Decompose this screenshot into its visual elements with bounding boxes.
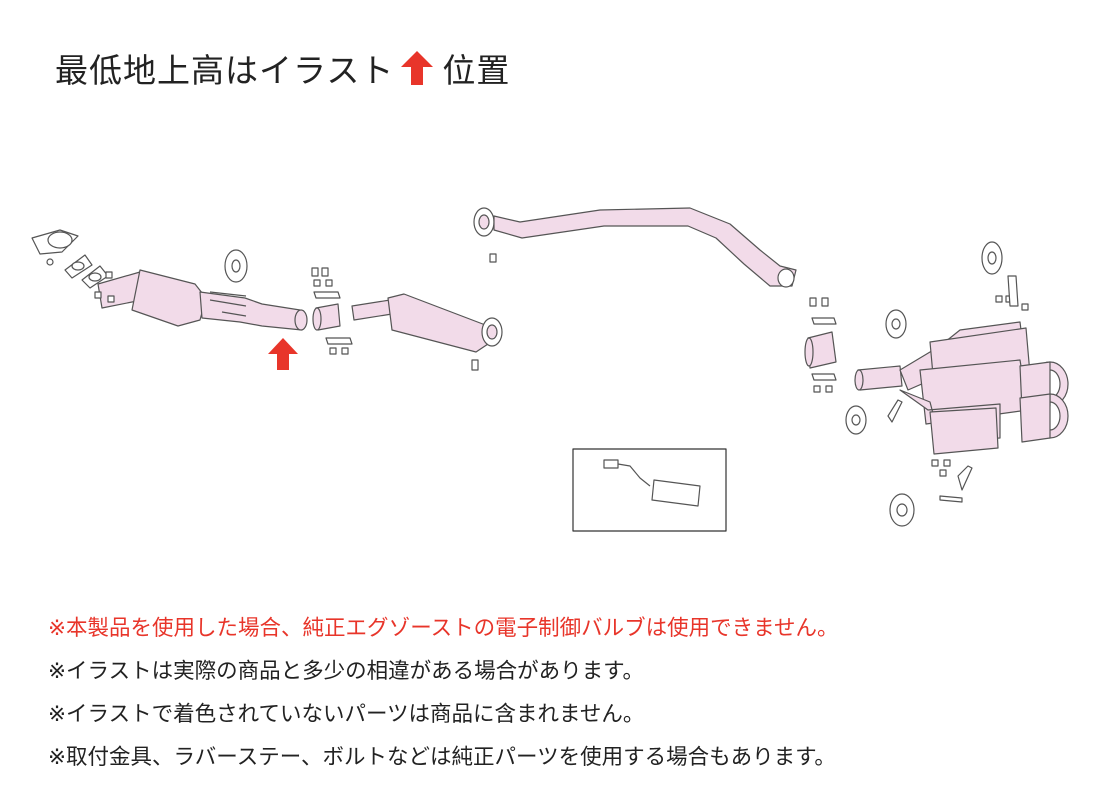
warning-note: ※本製品を使用した場合、純正エグゾーストの電子制御バルブは使用できません。	[48, 616, 839, 641]
valve-connector-inset	[572, 448, 727, 532]
front-catalyst-pipe	[97, 269, 308, 331]
notes-list: ※本製品を使用した場合、純正エグゾーストの電子制御バルブは使用できません。 ※イ…	[48, 614, 1088, 786]
title-text-after: 位置	[442, 51, 511, 90]
center-resonator	[351, 293, 503, 353]
note-item: ※取付金具、ラバーステー、ボルトなどは純正パーツを使用する場合もあります。	[48, 745, 836, 770]
rubber-hanger	[224, 249, 248, 283]
clamp-band	[312, 303, 341, 331]
front-flange	[31, 229, 79, 266]
note-item: ※イラストで着色されていないパーツは商品に含まれません。	[48, 702, 645, 727]
title-text-before: 最低地上高はイラスト	[55, 51, 395, 90]
rear-clamp	[804, 331, 837, 369]
gasket-part	[64, 254, 109, 289]
mid-pipe	[473, 207, 797, 288]
rear-hanger-set	[845, 241, 1019, 527]
red-up-arrow-icon	[400, 50, 434, 86]
page-title: 最低地上高はイラスト 位置	[55, 44, 510, 92]
exhaust-system-diagram	[31, 207, 1069, 532]
note-item: ※イラストは実際の商品と多少の相違がある場合があります。	[48, 659, 644, 684]
clearance-arrow-icon	[268, 338, 298, 370]
rear-bolt-set	[809, 295, 1029, 477]
rear-muffler-assembly	[854, 321, 1069, 455]
bolt-set	[94, 253, 497, 371]
